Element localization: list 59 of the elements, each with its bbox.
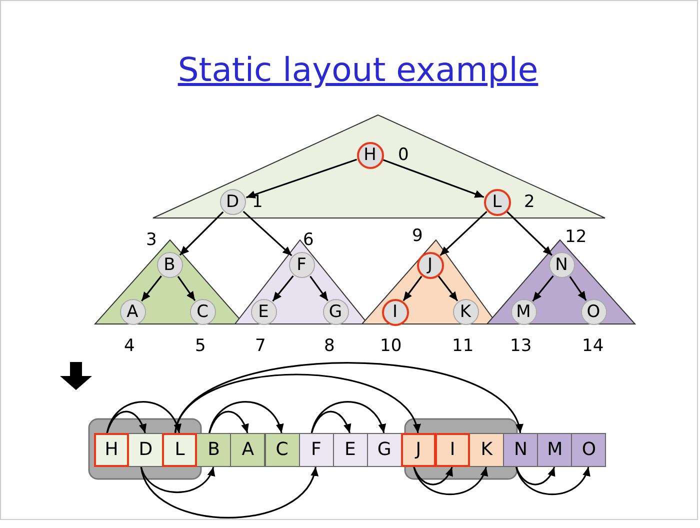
index-label: 8 <box>324 336 335 356</box>
arrow <box>569 276 587 301</box>
array-cell: C <box>264 433 300 467</box>
index-label: 3 <box>146 230 157 250</box>
arrow <box>506 211 552 256</box>
array-cell: H <box>94 433 130 467</box>
index-label: 9 <box>412 226 423 246</box>
arrow <box>532 275 554 302</box>
arrow <box>141 276 162 302</box>
arrow <box>440 211 488 256</box>
arrow <box>208 410 248 434</box>
arrow <box>272 275 294 302</box>
arrow <box>174 362 521 434</box>
array-cell: A <box>230 433 266 467</box>
arrow <box>310 410 351 434</box>
array-cell: N <box>503 433 538 467</box>
arrow <box>413 466 453 486</box>
index-label: 10 <box>380 336 402 356</box>
array-cell: L <box>162 433 198 467</box>
arrow <box>106 401 180 434</box>
arrow <box>174 374 419 434</box>
array-cell: E <box>332 433 368 467</box>
index-label: 6 <box>303 230 314 250</box>
array-cell: B <box>196 433 232 467</box>
arrow <box>106 410 146 434</box>
index-label: 7 <box>255 336 266 356</box>
arrow <box>242 210 292 256</box>
array-cell: M <box>537 433 572 467</box>
arrow <box>179 211 224 256</box>
array-cell: K <box>469 433 504 467</box>
arrow <box>402 276 422 302</box>
index-label: 14 <box>582 336 604 356</box>
arrow <box>382 159 484 198</box>
array-cell: D <box>128 433 164 467</box>
arrow <box>140 466 317 518</box>
arrow <box>310 401 385 434</box>
array-cell: O <box>571 433 606 467</box>
index-label: 13 <box>510 336 532 356</box>
arrow <box>177 276 196 301</box>
arrow <box>413 466 487 496</box>
slide-title: Static layout example <box>176 50 540 89</box>
index-label: 1 <box>252 192 263 212</box>
arrow <box>438 276 458 302</box>
index-label: 5 <box>195 336 206 356</box>
arrow <box>246 158 358 198</box>
array-cell: G <box>366 433 402 467</box>
arrow <box>516 466 556 486</box>
index-label: 2 <box>524 192 535 212</box>
array-cell: J <box>400 433 436 467</box>
arrow <box>140 466 214 494</box>
index-label: 12 <box>565 227 587 247</box>
arrow <box>208 401 283 434</box>
index-label: 4 <box>124 336 135 356</box>
array-cell: I <box>435 433 470 467</box>
array-cell: F <box>298 433 334 467</box>
arrow <box>310 276 328 302</box>
index-label: 0 <box>398 145 409 165</box>
arrow <box>516 466 590 496</box>
index-label: 11 <box>452 336 474 356</box>
